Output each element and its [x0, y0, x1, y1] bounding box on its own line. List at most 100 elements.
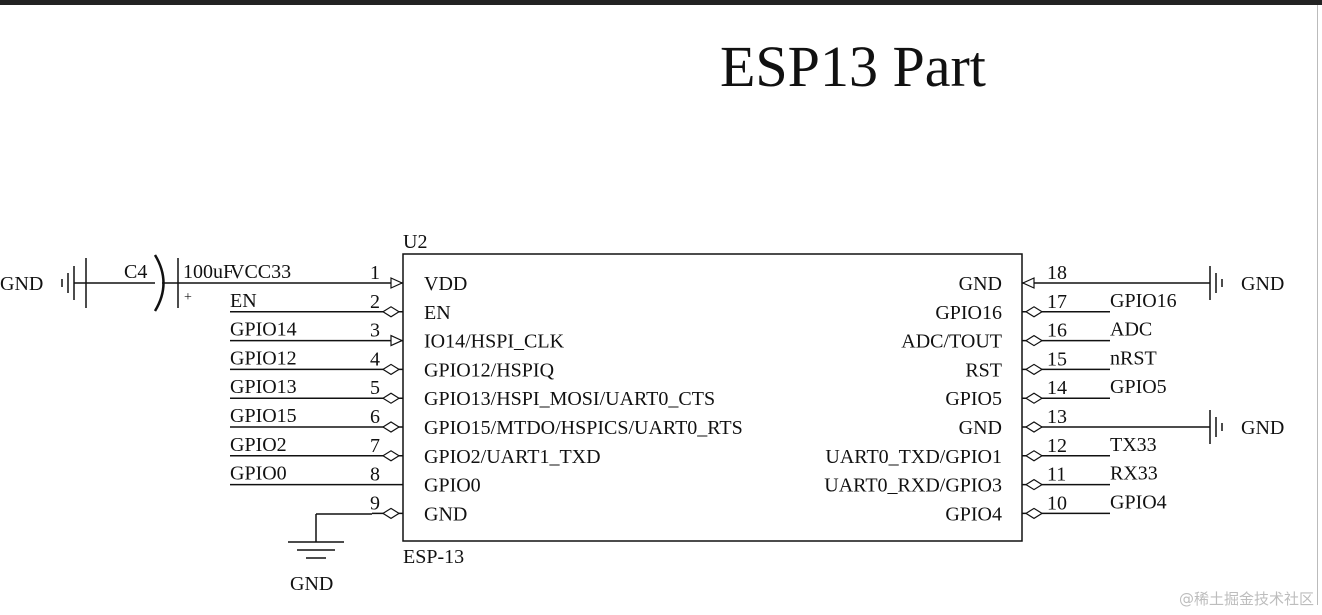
pin-bidir-arrow-icon	[1024, 507, 1044, 520]
right-pin-number: 10	[1047, 492, 1067, 514]
left-net-label: GPIO13	[230, 376, 297, 398]
right-pin-name: ADC/TOUT	[901, 331, 1002, 353]
right-pin-name: RST	[965, 359, 1002, 381]
pin-bidir-arrow-icon	[381, 450, 401, 462]
pin-bidir-arrow-icon	[1024, 306, 1044, 318]
capacitor-c4	[85, 254, 230, 312]
right-gnd-symbol	[1209, 266, 1223, 300]
left-pin-number: 3	[370, 320, 380, 342]
right-net-label: RX33	[1110, 463, 1158, 485]
pin9-gnd-label: GND	[290, 573, 333, 595]
left-net-label: VCC33	[230, 261, 291, 283]
right-pin-number: 14	[1047, 377, 1067, 399]
cap-gnd-symbol	[61, 266, 86, 300]
pin-bidir-arrow-icon	[381, 507, 401, 520]
left-net-label: EN	[230, 290, 257, 312]
right-pin-number: 16	[1047, 320, 1067, 342]
right-net-label: GPIO4	[1110, 491, 1167, 513]
pin-bidir-arrow-icon	[1024, 392, 1044, 404]
left-pin-number: 9	[370, 492, 380, 514]
left-pin-number: 2	[370, 291, 380, 313]
right-net-label: TX33	[1110, 434, 1157, 456]
left-pin-number: 1	[370, 262, 380, 284]
cap-value: 100uF	[183, 261, 234, 283]
pin-bidir-arrow-icon	[1024, 363, 1044, 376]
left-pin-name: GPIO0	[424, 475, 481, 497]
pin9-gnd-symbol	[288, 513, 372, 559]
right-pin-name: GND	[959, 273, 1002, 295]
watermark: @稀土掘金技术社区	[1178, 590, 1314, 608]
left-pin-number: 5	[370, 377, 380, 399]
right-pin-name: UART0_TXD/GPIO1	[825, 446, 1002, 468]
right-pin-number: 15	[1047, 348, 1067, 370]
pin-input-arrow-icon	[1021, 277, 1035, 289]
chip-ref: U2	[403, 231, 427, 253]
cap-gnd-label: GND	[0, 273, 43, 295]
left-net-label: GPIO0	[230, 463, 287, 485]
cap-polarity: +	[184, 290, 192, 305]
left-pin-name: GPIO2/UART1_TXD	[424, 446, 601, 468]
left-net-label: GPIO14	[230, 319, 297, 341]
left-net-label: GPIO12	[230, 347, 297, 369]
left-pin-number: 6	[370, 406, 380, 428]
pin-bidir-arrow-icon	[381, 306, 401, 318]
pin-bidir-arrow-icon	[1024, 478, 1044, 491]
right-gnd-symbol	[1209, 410, 1223, 444]
right-pin-name: GND	[959, 417, 1002, 439]
left-pin-name: GPIO12/HSPIQ	[424, 359, 555, 381]
right-pin-number: 18	[1047, 262, 1067, 284]
pin-bidir-arrow-icon	[381, 363, 401, 376]
pin-bidir-arrow-icon	[1024, 421, 1044, 433]
pin-bidir-arrow-icon	[1024, 450, 1044, 462]
right-pin-number: 17	[1047, 291, 1067, 313]
left-pin-name: GPIO13/HSPI_MOSI/UART0_CTS	[424, 388, 715, 410]
schematic-title: ESP13 Part	[720, 34, 986, 99]
right-pin-name: GPIO4	[945, 503, 1002, 525]
pin-bidir-arrow-icon	[381, 392, 401, 404]
right-pin-number: 12	[1047, 435, 1067, 457]
pin-input-arrow-icon	[390, 277, 404, 289]
right-border	[1317, 5, 1318, 605]
pin-bidir-arrow-icon	[1024, 334, 1044, 347]
left-pin-name: VDD	[424, 273, 467, 295]
left-pin-number: 7	[370, 435, 380, 457]
right-pin-number: 13	[1047, 406, 1067, 428]
right-pin-name: UART0_RXD/GPIO3	[824, 475, 1002, 497]
right-net-label: GPIO5	[1110, 376, 1167, 398]
right-gnd-label: GND	[1241, 273, 1284, 295]
right-pin-number: 11	[1047, 464, 1066, 486]
left-pin-number: 8	[370, 464, 380, 486]
left-pin-name: EN	[424, 302, 451, 324]
right-pin-name: GPIO16	[935, 302, 1002, 324]
pin-bidir-arrow-icon	[381, 421, 401, 433]
right-net-label: ADC	[1110, 319, 1152, 341]
left-pin-number: 4	[370, 348, 380, 370]
left-pin-name: IO14/HSPI_CLK	[424, 331, 565, 353]
top-border	[0, 0, 1322, 5]
right-net-label: nRST	[1110, 347, 1157, 369]
left-net-label: GPIO15	[230, 405, 297, 427]
chip-part: ESP-13	[403, 546, 464, 568]
pin-input-arrow-icon	[390, 334, 404, 347]
left-net-label: GPIO2	[230, 434, 287, 456]
right-pin-name: GPIO5	[945, 388, 1002, 410]
